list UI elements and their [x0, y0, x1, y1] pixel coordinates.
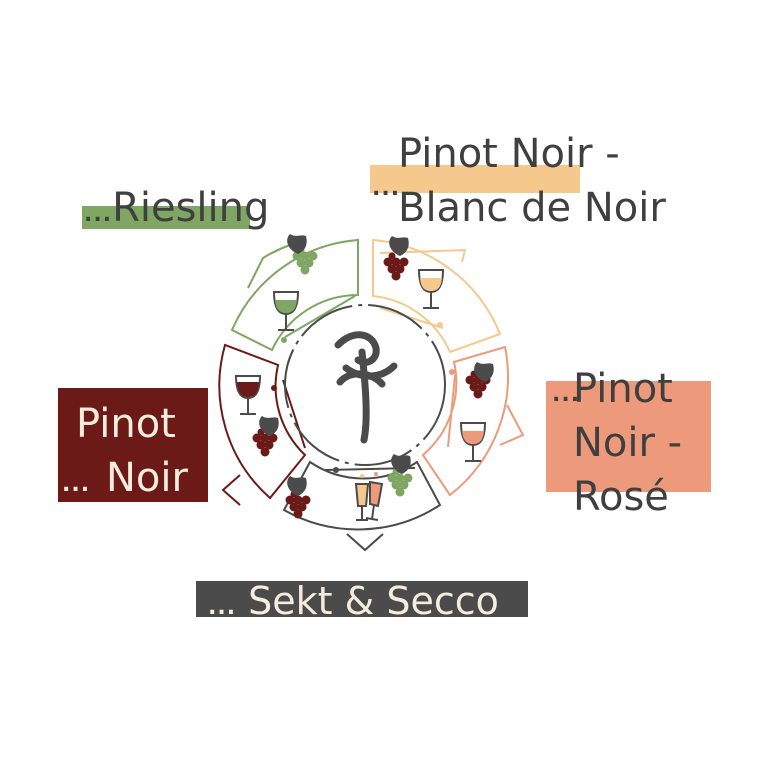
rose-ellipsis: ... [552, 382, 581, 407]
sekt-highlight [196, 581, 528, 617]
riesling-ellipsis: ... [84, 202, 113, 227]
sekt-dot [333, 467, 339, 473]
champagne-glasses-icon [354, 472, 384, 521]
riesling-text: Riesling [112, 185, 270, 231]
rose-label: Pinot Noir - Rosé [573, 362, 682, 524]
riesling-label: ...Riesling [84, 188, 269, 228]
blanc-de-noir-segment [372, 238, 502, 354]
sekt-label: ... Sekt & Secco [208, 582, 499, 620]
pinot-noir-line2: Noir [106, 455, 188, 501]
blanc-de-noir-ellipsis: ... [372, 176, 401, 201]
blanc-de-noir-grape-cluster-icon [383, 252, 409, 281]
rose-line2: Noir - [573, 420, 683, 466]
rose-wine-glass-icon [459, 422, 487, 462]
riesling-highlight [82, 206, 250, 229]
blanc-de-noir-highlight [370, 165, 580, 193]
pinot-noir-ellipsis: ... [62, 472, 91, 497]
pinot-noir-dot [271, 385, 277, 391]
rose-segment [421, 345, 525, 497]
pinot-noir-highlight [58, 388, 208, 502]
blanc-de-noir-dot [437, 322, 443, 328]
rose-dot [449, 369, 455, 375]
riesling-wine-glass-icon [272, 291, 300, 331]
sekt-text: Sekt & Secco [248, 579, 499, 623]
pinot-noir-segment [218, 343, 307, 506]
rose-line3: Rosé [573, 474, 669, 520]
blanc-de-noir-line1: Pinot Noir - [398, 131, 620, 177]
inner-ring [284, 304, 446, 466]
rose-line1: Pinot [573, 366, 673, 412]
blanc-de-noir-wine-glass-icon [417, 269, 445, 309]
riesling-dot [281, 337, 287, 343]
pinot-noir-wine-glass-icon [234, 375, 262, 415]
winery-logo-icon [334, 331, 398, 444]
sekt-ellipsis: ... [208, 595, 237, 620]
pinot-noir-label: Pinot Noir [76, 397, 188, 505]
pinot-noir-line1: Pinot [76, 401, 176, 447]
rose-highlight [546, 381, 711, 492]
blanc-de-noir-line2: Blanc de Noir [398, 185, 666, 231]
blanc-de-noir-label: Pinot Noir - Blanc de Noir [398, 127, 666, 235]
sekt-leaf-icon [287, 476, 307, 496]
